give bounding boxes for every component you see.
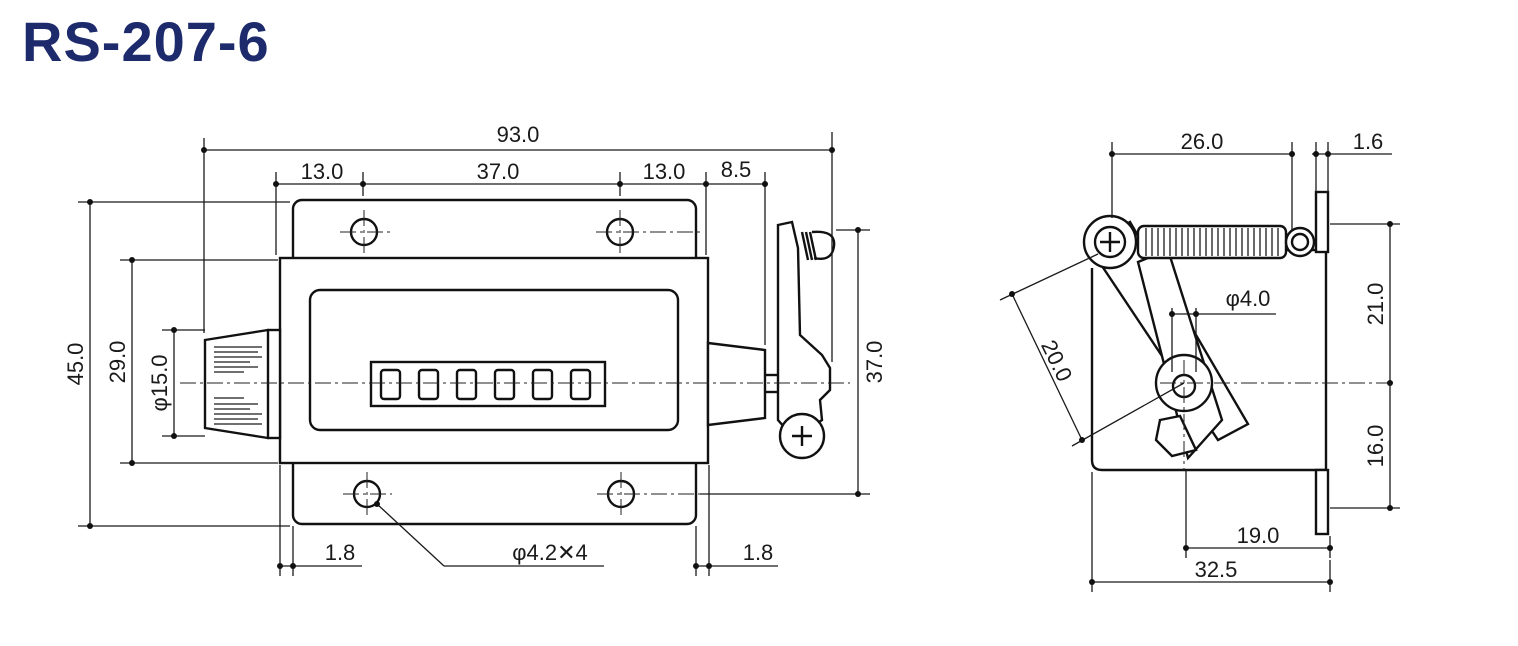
dim-flange-right: 1.8 [743,540,774,565]
counter-body [278,256,710,465]
side-view: 26.0 1.6 20.0 φ4.0 21.0 16.0 [999,129,1400,592]
plate-edge-top [1314,190,1330,254]
dim-segment-right: 13.0 [643,159,686,184]
dim-arm-length: 20.0 [1036,336,1077,385]
dim-segment-left: 13.0 [301,159,344,184]
dim-body-height: 29.0 [105,341,130,384]
page-title: RS-207-6 [22,10,270,73]
plate-edge-bottom [1314,468,1330,536]
front-view: 0 0 0 0 0 0 [63,122,887,576]
dim-plate-thickness: 1.6 [1353,129,1384,154]
dim-spring-length: 26.0 [1181,129,1224,154]
actuating-lever [776,220,832,430]
dim-mounting-holes: φ4.2✕4 [512,540,588,565]
screw-cross-icon [792,426,812,446]
reset-knob [203,328,282,440]
digit-frame [369,360,607,408]
dim-lever-height: 37.0 [862,341,887,384]
dim-segment-center: 37.0 [477,159,520,184]
dim-overall-height: 45.0 [63,343,88,386]
drive-boss [706,341,767,427]
display-window [308,288,680,432]
dim-upper-height: 21.0 [1363,283,1388,326]
pivot-screw-icon [1100,232,1120,252]
return-spring [800,230,836,261]
dim-knob-diameter: φ15.0 [147,354,172,411]
dim-segment-lever: 8.5 [721,157,752,182]
counter-digits: 0 0 0 0 0 0 [379,368,592,401]
dim-flange-left: 1.8 [325,540,356,565]
dim-lower-height: 16.0 [1363,425,1388,468]
side-spring [1136,224,1316,260]
dim-overall-width: 93.0 [497,122,540,147]
mounting-holes [340,210,700,516]
dim-pivot-offset: 19.0 [1237,523,1280,548]
dim-pin-diameter: φ4.0 [1226,286,1271,311]
dim-overall-depth: 32.5 [1195,557,1238,582]
